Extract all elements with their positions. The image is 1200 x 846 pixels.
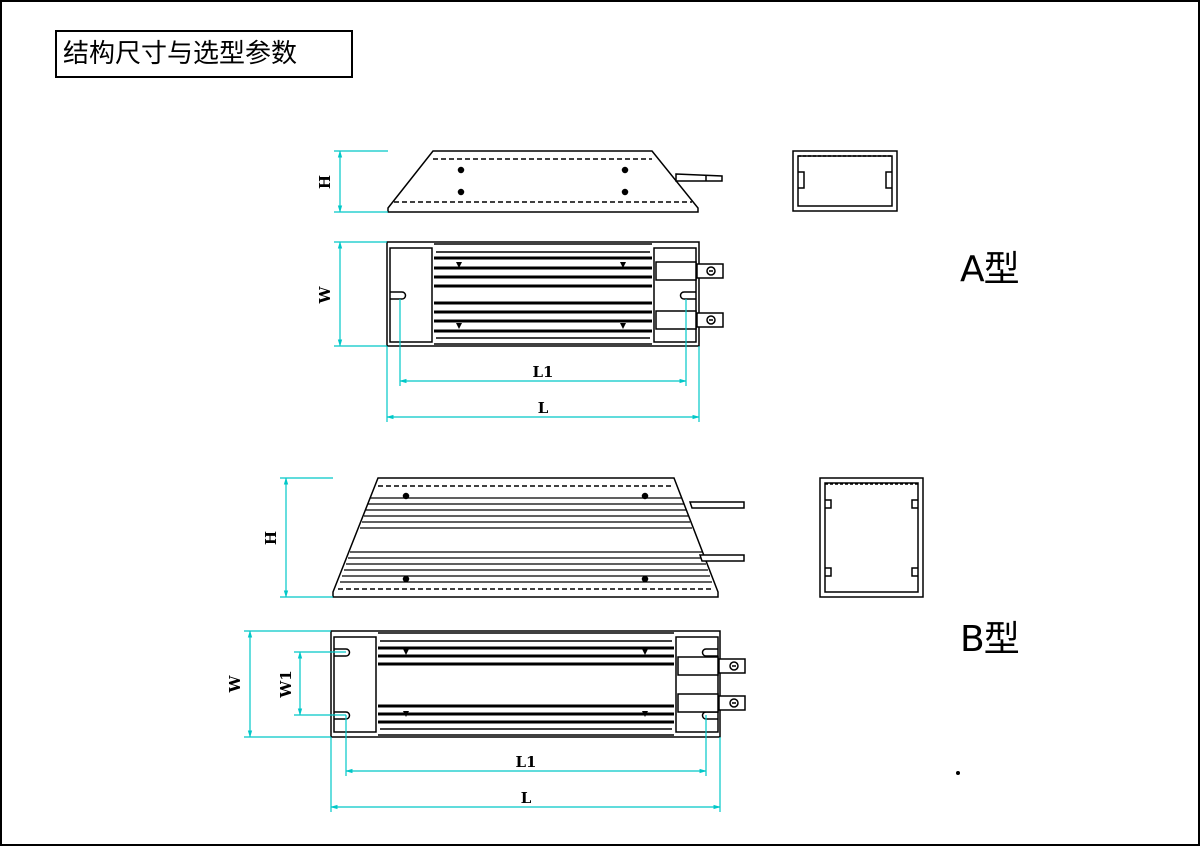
type-b-dim-w1: W1 bbox=[277, 670, 295, 698]
type-a-side-view bbox=[387, 150, 723, 213]
type-a-dimensions bbox=[334, 150, 700, 422]
type-b-dim-h: H bbox=[262, 531, 280, 545]
type-a-dim-h: H bbox=[316, 175, 334, 189]
type-b-dim-w: W bbox=[226, 674, 244, 693]
type-b-dimensions bbox=[244, 477, 721, 812]
type-a-dim-l: L bbox=[538, 399, 549, 417]
type-a-label: A型 bbox=[960, 249, 1020, 290]
type-a-top-view bbox=[386, 241, 724, 347]
type-b-end-view bbox=[819, 477, 924, 598]
type-a-dim-l1: L1 bbox=[533, 363, 554, 381]
type-b-label: B型 bbox=[960, 619, 1020, 660]
type-b-dim-l: L bbox=[521, 789, 532, 807]
type-b-side-view bbox=[332, 477, 745, 598]
title-box: 结构尺寸与选型参数 bbox=[55, 30, 353, 78]
stray-dot bbox=[956, 771, 960, 775]
page-title: 结构尺寸与选型参数 bbox=[63, 39, 298, 69]
type-a-dim-w: W bbox=[316, 285, 334, 304]
type-b-dim-l1: L1 bbox=[516, 753, 537, 771]
type-a-end-view bbox=[792, 150, 898, 212]
type-b-top-view bbox=[330, 630, 746, 738]
